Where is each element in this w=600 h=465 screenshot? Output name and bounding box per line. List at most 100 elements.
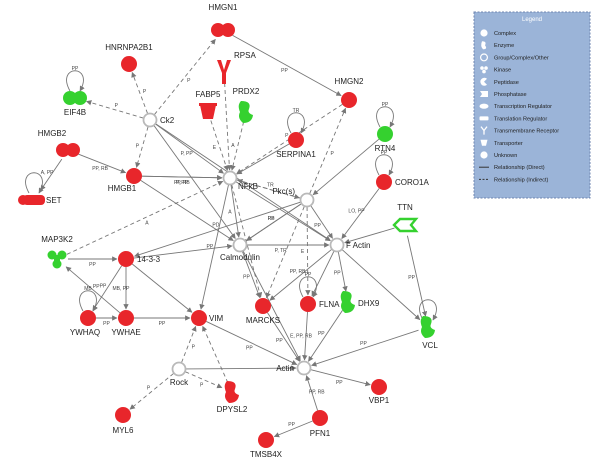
- edge-label: PP: [89, 262, 96, 268]
- edge-calmodulin-to-marcks: [242, 251, 261, 299]
- edge-ttn-to-factin: [344, 227, 395, 244]
- edge-pkcs-to-nfkb: [237, 178, 301, 199]
- edge-hmgn1-to-hmgn2: [232, 34, 342, 97]
- edge-rtn4-to-pkcs: [312, 138, 380, 196]
- node-hmgb1[interactable]: HMGB1: [108, 168, 142, 193]
- node-pkc-s[interactable]: Pkc(s): [272, 187, 315, 208]
- node-myl6[interactable]: MYL6: [113, 407, 134, 435]
- edge-label: P: [143, 89, 147, 95]
- legend-item-label: Group/Complex/Other: [494, 55, 549, 61]
- node-dhx9[interactable]: DHX9: [340, 291, 380, 313]
- node-hmgb2[interactable]: HMGB2: [38, 129, 80, 157]
- edge-serpina1-to-nfkb: [236, 143, 290, 175]
- node-label: VBP1: [369, 396, 390, 405]
- edge-label: P: [192, 344, 196, 350]
- node-label: SERPINA1: [276, 150, 316, 159]
- edge-hmgb1-to-calmodulin: [140, 179, 234, 242]
- node-vim[interactable]: VIM: [191, 310, 224, 326]
- node-prdx2[interactable]: PRDX2: [233, 87, 260, 123]
- node-label: HMGB1: [108, 184, 137, 193]
- node-f-actin[interactable]: F Actin: [329, 237, 371, 253]
- node-serpina1[interactable]: SERPINA1: [276, 132, 316, 159]
- node-eif4b[interactable]: EIF4B: [63, 91, 87, 117]
- node-ywhae[interactable]: YWHAE: [111, 310, 141, 337]
- node-label: SET: [46, 196, 62, 205]
- node-pfn1[interactable]: PFN1: [310, 410, 331, 438]
- legend-item: Kinase: [480, 66, 511, 74]
- edge-label: TR: [293, 108, 300, 114]
- edge-label: P: [331, 151, 335, 157]
- complex-icon: [480, 29, 488, 37]
- node-hnrnpa2b1[interactable]: HNRNPA2B1: [105, 43, 153, 72]
- legend-item: Unknown: [480, 151, 517, 159]
- node-label: VIM: [209, 314, 224, 323]
- edge-label: PP: [281, 68, 288, 74]
- edge-label: PP: [243, 274, 250, 280]
- node-ck2[interactable]: Ck2: [142, 112, 175, 128]
- node-label: PRDX2: [233, 87, 260, 96]
- node-set[interactable]: SET: [18, 195, 62, 205]
- node-rock[interactable]: Rock: [170, 361, 189, 388]
- edge-prdx2-to-nfkb: [230, 121, 245, 171]
- edge-hmgb2-to-set: [40, 158, 63, 191]
- node-hmgn2[interactable]: HMGN2: [335, 77, 364, 108]
- node-rpsa[interactable]: RPSA: [217, 51, 256, 84]
- node-coro1a[interactable]: CORO1A: [376, 174, 429, 190]
- node-hmgn1[interactable]: HMGN1: [209, 3, 238, 37]
- self-loop-set: [25, 172, 44, 194]
- node-map3k2[interactable]: MAP3K2: [41, 235, 73, 269]
- node-rtn4[interactable]: RTN4: [375, 126, 396, 153]
- edge-coro1a-to-factin: [341, 188, 380, 240]
- edge-label: E: [213, 145, 217, 151]
- node-label: PFN1: [310, 429, 331, 438]
- legend-item-label: Phosphatase: [494, 92, 527, 98]
- edge-rock-to-actin: [185, 365, 297, 371]
- unknown-icon: [480, 151, 488, 159]
- self-loop-flna: [299, 276, 318, 298]
- edge-label: A: [231, 143, 235, 149]
- self-loop-rtn4: [376, 106, 395, 128]
- node-label: TTN: [397, 203, 413, 212]
- edge-pkcs-to-y1433: [134, 201, 301, 258]
- edge-rpsa-to-nfkb: [224, 82, 232, 171]
- edge-rock-to-dpysl2: [185, 371, 223, 389]
- translation-regulator-icon: [479, 116, 489, 121]
- node-label: MAP3K2: [41, 235, 73, 244]
- edge-label: PP: [360, 341, 367, 347]
- edge-label: PP: [100, 283, 107, 289]
- node-flna[interactable]: FLNA: [300, 296, 340, 312]
- node-label: DPYSL2: [217, 405, 248, 414]
- node-label: Ck2: [160, 116, 175, 125]
- node-vcl[interactable]: VCL: [420, 316, 439, 350]
- edge-y1433-to-vim: [131, 263, 193, 313]
- edge-factin-to-dhx9: [337, 251, 348, 292]
- self-loop-eif4b: [66, 70, 85, 92]
- edge-label: PP, RB: [92, 166, 108, 172]
- node-fabp5[interactable]: FABP5: [196, 90, 221, 119]
- node-14-3-3[interactable]: 14-3-3: [118, 251, 161, 267]
- edge-label: P: [200, 382, 204, 388]
- legend-item: Enzyme: [481, 41, 514, 50]
- edge-pfn1-to-tmsb4x: [273, 420, 313, 438]
- edge-label: MB, PP: [113, 286, 131, 292]
- node-ywhaq[interactable]: YWHAQ: [70, 310, 100, 337]
- node-tmsb4x[interactable]: TMSB4X: [250, 432, 283, 459]
- node-label: Actin: [276, 364, 294, 373]
- node-calmodulin[interactable]: Calmodulin: [220, 237, 260, 263]
- edge-label: PP: [93, 284, 100, 290]
- node-marcks[interactable]: MARCKS: [246, 298, 280, 325]
- edge-label: PP: [246, 346, 253, 352]
- node-label: Pkc(s): [272, 187, 295, 196]
- node-ttn[interactable]: TTN: [392, 203, 419, 233]
- transmembrane-receptor-icon: [480, 126, 488, 135]
- node-actin[interactable]: Actin: [276, 360, 312, 376]
- node-nfkb[interactable]: NFkB: [222, 170, 259, 192]
- node-dpysl2[interactable]: DPYSL2: [217, 381, 248, 414]
- edge-ck2-to-hnrnpa2b1: [131, 71, 148, 114]
- edge-dpysl2-to-vim: [202, 325, 229, 384]
- node-label: NFkB: [238, 182, 258, 191]
- node-vbp1[interactable]: VBP1: [369, 379, 390, 405]
- legend-item-label: Unknown: [494, 153, 517, 159]
- phosphatase-icon: [480, 91, 488, 97]
